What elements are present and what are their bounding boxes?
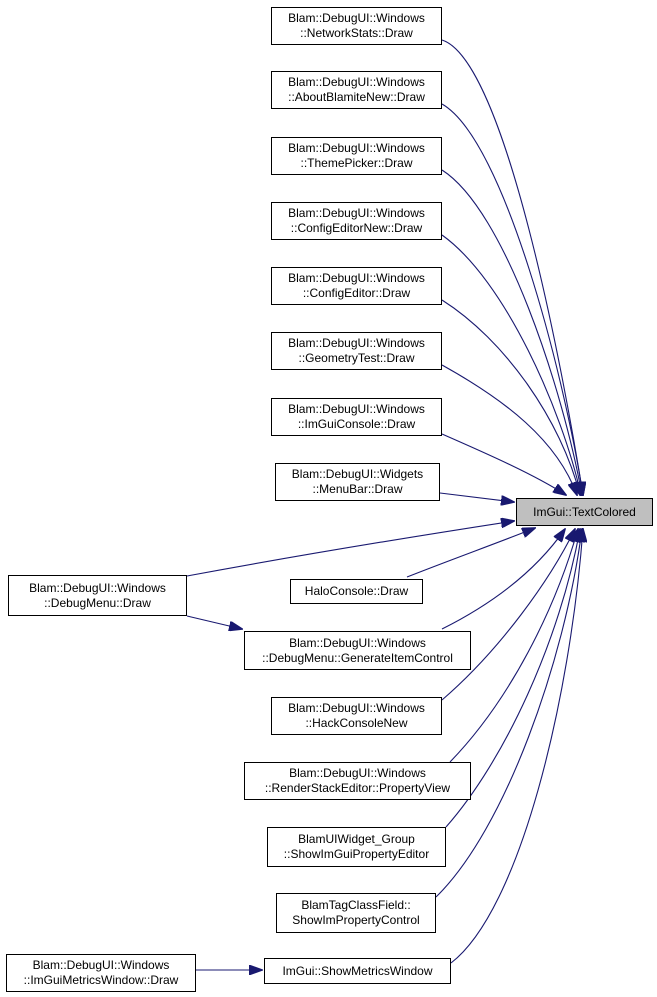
node-label-line: ::DebugMenu::GenerateItemControl — [262, 650, 453, 665]
node-label-line: ::MenuBar::Draw — [312, 482, 403, 496]
caller-node-n12[interactable]: Blam::DebugUI::Windows::HackConsoleNew — [271, 697, 442, 735]
caller-node-n2[interactable]: Blam::DebugUI::Windows::AboutBlamiteNew:… — [271, 71, 442, 109]
node-label-line: ::NetworkStats::Draw — [300, 26, 413, 40]
edge-n15-to-target — [435, 529, 582, 898]
node-label-line: Blam::DebugUI::Windows — [288, 336, 425, 350]
edge-n4-to-target — [441, 234, 581, 495]
node-label-line: Blam::DebugUI::Windows — [289, 635, 426, 650]
caller-node-n4[interactable]: Blam::DebugUI::Windows::ConfigEditorNew:… — [271, 202, 442, 240]
node-label-line: BlamUIWidget_Group — [298, 832, 415, 846]
node-label-line: Blam::DebugUI::Windows — [288, 402, 425, 416]
edge-n3-to-target — [441, 169, 582, 495]
edge-n8-to-target — [439, 492, 514, 502]
edge-n11-to-target — [441, 529, 565, 630]
node-label-line: ::GeometryTest::Draw — [298, 351, 415, 365]
caller-node-n3[interactable]: Blam::DebugUI::Windows::ThemePicker::Dra… — [271, 137, 442, 175]
node-label-line: ::ConfigEditor::Draw — [302, 286, 411, 300]
node-label-line: ::ImGuiConsole::Draw — [297, 417, 416, 431]
edge-n12-to-target — [441, 529, 575, 701]
caller-node-n9[interactable]: Blam::DebugUI::Windows::DebugMenu::Draw — [8, 575, 187, 616]
edge-n16-to-target — [450, 529, 583, 964]
caller-node-n14[interactable]: BlamUIWidget_Group::ShowImGuiPropertyEdi… — [267, 827, 446, 867]
node-label-line: Blam::DebugUI::Windows — [32, 958, 170, 972]
edge-n6-to-target — [441, 364, 577, 495]
node-label-line: Blam::DebugUI::Windows — [288, 11, 425, 25]
node-label-line: ::ThemePicker::Draw — [300, 156, 413, 170]
edge-n1-to-target — [441, 39, 583, 495]
edge-n10-to-target — [406, 528, 535, 578]
node-label-line: Blam::DebugUI::Windows — [288, 141, 425, 155]
caller-node-n8[interactable]: Blam::DebugUI::Widgets::MenuBar::Draw — [275, 463, 440, 501]
caller-node-n13[interactable]: Blam::DebugUI::Windows::RenderStackEdito… — [244, 762, 471, 800]
node-label-line: ::ImGuiMetricsWindow::Draw — [23, 973, 179, 987]
node-label-line: ::RenderStackEditor::PropertyView — [264, 781, 451, 795]
caller-node-n15[interactable]: BlamTagClassField::ShowImPropertyControl — [276, 893, 436, 933]
node-label-line: ::HackConsoleNew — [305, 716, 408, 730]
node-label-line: Blam::DebugUI::Windows — [288, 75, 425, 89]
edge-n13-to-target — [449, 529, 578, 763]
node-label-line: ::ShowImGuiPropertyEditor — [283, 847, 430, 861]
edge-n2-to-target — [441, 103, 583, 495]
node-label-line: Blam::DebugUI::Windows — [288, 701, 425, 715]
caller-node-n6[interactable]: Blam::DebugUI::Windows::GeometryTest::Dr… — [271, 332, 442, 370]
node-label-line: BlamTagClassField:: — [301, 898, 411, 912]
node-label-line: ::DebugMenu::Draw — [44, 595, 151, 610]
node-label-line: Blam::DebugUI::Windows — [289, 766, 426, 780]
node-label-line: HaloConsole::Draw — [304, 584, 409, 598]
node-label-line: Blam::DebugUI::Windows — [288, 271, 425, 285]
caller-node-n5[interactable]: Blam::DebugUI::Windows::ConfigEditor::Dr… — [271, 267, 442, 305]
edge-n9-to-target — [186, 521, 514, 577]
caller-node-n1[interactable]: Blam::DebugUI::Windows::NetworkStats::Dr… — [271, 7, 442, 45]
target-node[interactable]: ImGui::TextColored — [516, 498, 653, 526]
node-label-line: ::AboutBlamiteNew::Draw — [288, 90, 425, 104]
edge-n9-to-n11 — [186, 615, 242, 629]
node-label-line: ShowImPropertyControl — [292, 913, 420, 927]
caller-node-n7[interactable]: Blam::DebugUI::Windows::ImGuiConsole::Dr… — [271, 398, 442, 436]
caller-node-n11[interactable]: Blam::DebugUI::Windows::DebugMenu::Gener… — [244, 631, 471, 670]
edge-n7-to-target — [441, 433, 566, 495]
edge-n5-to-target — [441, 299, 580, 495]
node-label-line: Blam::DebugUI::Windows — [288, 206, 425, 220]
node-label-line: ImGui::ShowMetricsWindow — [282, 963, 433, 978]
node-label-line: ImGui::TextColored — [533, 504, 636, 519]
caller-node-n10[interactable]: HaloConsole::Draw — [290, 579, 423, 604]
caller-node-n16[interactable]: ImGui::ShowMetricsWindow — [264, 958, 451, 984]
node-label-line: Blam::DebugUI::Widgets — [291, 467, 424, 481]
node-label-line: Blam::DebugUI::Windows — [29, 580, 166, 595]
caller-node-n17[interactable]: Blam::DebugUI::Windows::ImGuiMetricsWind… — [6, 954, 196, 992]
node-label-line: ::ConfigEditorNew::Draw — [290, 221, 423, 235]
